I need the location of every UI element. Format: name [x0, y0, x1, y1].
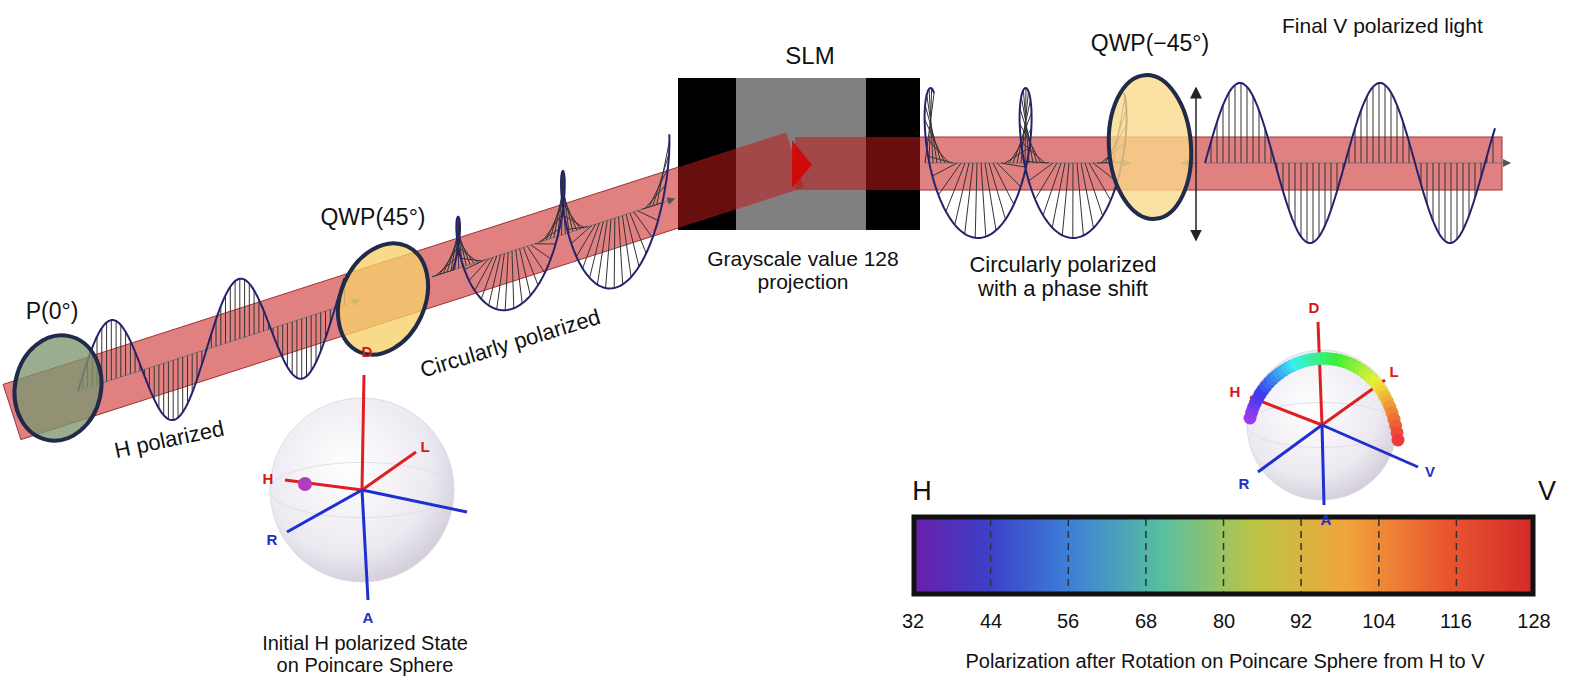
color-bar-tick [1145, 519, 1147, 592]
node-shape [1225, 295, 1435, 535]
wave-curve [925, 88, 1127, 238]
sphere-caption: Initial H polarized State on Poincare Sp… [255, 632, 475, 676]
element-caption: Grayscale value 128 projection [693, 247, 913, 293]
color-bar-tick [1456, 519, 1458, 592]
axis-label: L [420, 439, 429, 456]
beam-segment [795, 137, 920, 190]
axis-label: H [263, 471, 274, 488]
optical-element-node: QWP(45°) [338, 238, 428, 360]
color-bar-tick [1300, 519, 1302, 592]
axis-label: D [1309, 300, 1320, 317]
wave-curve [453, 134, 670, 310]
axis-label: A [363, 610, 374, 627]
optical-element [1104, 72, 1196, 221]
axis-label: L [1389, 364, 1398, 381]
tick-label: 116 [1440, 610, 1472, 632]
color-bar [914, 517, 1533, 594]
axis-caption: Polarization after Rotation on Poincare … [965, 650, 1484, 672]
node-shape [338, 238, 428, 360]
poincare-sphere-node: D H L R V A [1225, 295, 1435, 535]
wave-label: Final V polarized light [1282, 14, 1483, 37]
color-bar-tick [990, 519, 992, 592]
node-shape [678, 78, 920, 230]
sphere-axis [362, 490, 368, 600]
color-bar-ticks [991, 519, 1457, 592]
tick-label: 68 [1135, 610, 1157, 632]
sphere-axis [362, 490, 467, 512]
node-shape [1106, 72, 1194, 222]
color-bar-tick [1068, 519, 1070, 592]
sphere-axis [1258, 425, 1322, 472]
beam-segment [678, 132, 804, 230]
propagation-axis [1205, 163, 1510, 164]
beam-marker [792, 140, 812, 188]
state-dot [298, 477, 312, 491]
sphere-axis [362, 375, 364, 490]
wave-label: H polarized [109, 416, 229, 464]
tick-label: 56 [1057, 610, 1079, 632]
wave-curve [78, 278, 345, 420]
wave-curve [1205, 83, 1495, 243]
tick-label: 92 [1290, 610, 1312, 632]
optical-element [321, 229, 445, 369]
element-label: QWP(−45°) [1091, 31, 1209, 56]
sphere-axis [362, 452, 416, 490]
scale-end-label: V [1538, 477, 1556, 507]
axis-label: D [362, 344, 373, 361]
axis-label: R [267, 532, 278, 549]
sphere-axis [1322, 380, 1385, 425]
sphere-axis [1322, 425, 1418, 467]
beam-segment [3, 132, 804, 439]
axis-label: V [1425, 464, 1435, 481]
axis-label: R [1239, 476, 1250, 493]
tick-label: 44 [980, 610, 1002, 632]
tick-label: 104 [1362, 610, 1395, 632]
tick-label: 32 [902, 610, 924, 632]
field-vectors [925, 88, 1127, 238]
polarization-arrow [1195, 163, 1197, 240]
tick-label: 80 [1213, 610, 1235, 632]
slm-box: SLMGrayscale value 128 projection [678, 78, 920, 230]
sphere-axis [1318, 322, 1322, 425]
scale-end-label: H [912, 477, 932, 507]
color-bar-tick [1378, 519, 1380, 592]
sphere-axis [285, 480, 362, 490]
field-vectors [78, 278, 345, 420]
element-label: SLM [785, 43, 834, 69]
element-label: QWP(45°) [320, 205, 425, 230]
field-vectors [432, 141, 669, 310]
color-bar-body [914, 517, 1533, 594]
wave-label: Circularly polarized [414, 304, 606, 384]
polarization-arrow [1195, 88, 1197, 163]
optical-element-node: QWP(−45°) [1106, 72, 1194, 222]
element-label: P(0°) [26, 299, 79, 324]
sphere-axis [1322, 425, 1324, 505]
state-trajectory [1392, 434, 1405, 447]
color-bar-tick [1223, 519, 1225, 592]
optical-element [5, 327, 111, 449]
axis-label: H [1230, 384, 1241, 401]
beam-in-slm [678, 132, 920, 230]
field-vectors [1205, 83, 1493, 243]
axis-label: A [1321, 512, 1332, 529]
node-shape [12, 332, 104, 444]
sphere-axis [287, 490, 362, 532]
poincare-sphere-node: DHLRAInitial H polarized State on Poinca… [255, 340, 475, 670]
tick-label: 128 [1517, 610, 1550, 632]
optical-element-node: P(0°) [12, 332, 104, 444]
wave-label: Circularly polarized with a phase shift [963, 253, 1163, 301]
